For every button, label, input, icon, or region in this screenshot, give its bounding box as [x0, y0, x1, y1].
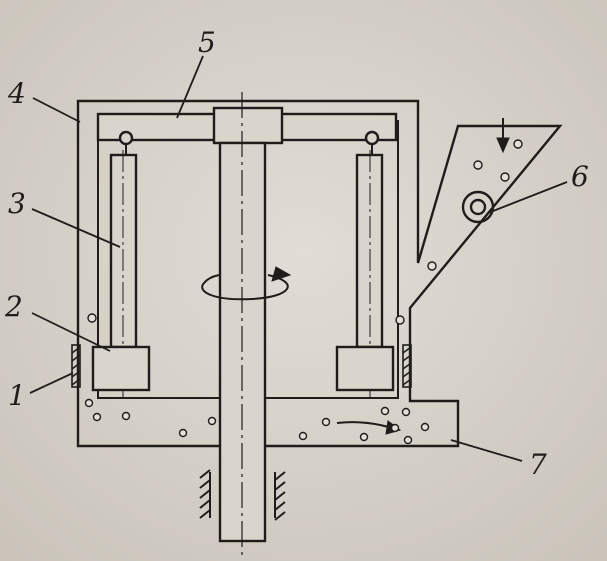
right-block: [335, 345, 395, 392]
feeder-roller-inner: [469, 198, 487, 216]
left-block: [91, 345, 151, 392]
leader-1: [29, 372, 74, 394]
housing-outline: [76, 99, 563, 448]
bearing-left: [199, 469, 211, 519]
rotation-arrow-head: [271, 266, 292, 282]
leader-7: [450, 439, 523, 462]
left-liner: [71, 344, 81, 388]
leader-6: [487, 181, 568, 214]
feed-arrow-head: [496, 137, 510, 154]
leader-2: [31, 312, 111, 352]
grain-particles: [84, 139, 523, 445]
label-5: 5: [198, 26, 216, 59]
right-liner: [402, 344, 412, 388]
bearing-right: [274, 471, 286, 521]
leader-5: [176, 55, 204, 119]
label-7: 7: [529, 448, 547, 481]
right-pivot: [364, 130, 380, 146]
label-3: 3: [8, 187, 26, 220]
shaft-hub: [212, 106, 284, 145]
leader-4: [32, 97, 81, 123]
label-1: 1: [8, 379, 26, 412]
label-2: 2: [4, 290, 23, 323]
label-6: 6: [571, 160, 589, 193]
leader-3: [31, 208, 121, 248]
left-pivot: [118, 130, 134, 146]
rotation-arrow: [201, 274, 289, 301]
feeder-roller-outer: [461, 190, 495, 224]
label-4: 4: [7, 77, 26, 110]
